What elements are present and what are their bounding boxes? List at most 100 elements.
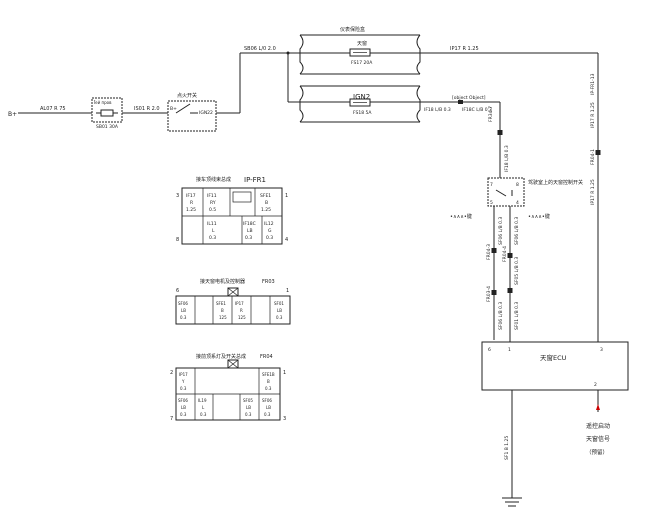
mid-wire-a: FR04-3	[486, 244, 492, 260]
fr04-cell-3-size: 0.3	[180, 412, 187, 417]
conn-fr03-9: [object Object]	[452, 95, 486, 101]
fr04-title: 接前顶系灯及开关总成	[196, 353, 246, 360]
fr03-cell-4-color: R	[240, 308, 243, 313]
mid-wire-c: FR04-4	[502, 246, 508, 262]
wire-trunk-label: SB06 L/0 2.0	[244, 46, 276, 52]
mid-wire-g: SF06 L/B 0.3	[498, 302, 504, 330]
fr04-top-left: 2	[170, 370, 173, 376]
ip-fr1-left-top: 3	[176, 193, 179, 199]
ip-fr1-code: IP-FR1	[244, 176, 266, 184]
fr04-cell-5-size: 0.3	[245, 412, 252, 417]
ip-fr1-cell-4-size: 1.25	[261, 207, 271, 213]
wire-if18c-label: IF18C L/B 0.3	[462, 107, 492, 113]
fr04-cell-6-size: 0.3	[264, 412, 271, 417]
ip-fr1-cell-5-color: L	[212, 228, 215, 234]
ignition-left-pin: B+	[170, 106, 177, 112]
fr04-cell-3-id: SF06	[178, 398, 188, 403]
fr03-cell-6-size: 0.3	[276, 315, 283, 320]
ip-fr1-cell-4-id: SFE1	[260, 193, 271, 199]
ground-wire-label: SF1 B 1.25	[504, 436, 510, 460]
fr04-cell-6-color: LB	[266, 405, 271, 410]
fr04-cell-2-size: 0.3	[265, 386, 272, 391]
ignition-right-pin: IGN2	[199, 110, 210, 116]
fr04-cell-2-color: B	[267, 379, 270, 384]
fr03-cell-4-id: IP17	[235, 301, 244, 306]
fr04-cell-4-id: IL19	[198, 398, 207, 403]
sunroof-ecu: 6 1 3 天窗ECU 2	[481, 341, 629, 391]
fr04-cell-4-color: L	[202, 405, 205, 410]
main-fuse: Їей пров SB01 30A	[91, 97, 123, 130]
switch-box: 7 8 5 4	[487, 177, 525, 207]
ecu-title: 天窗ECU	[540, 353, 567, 362]
wire-if18-label: IF18 L/B 0.3	[424, 107, 451, 113]
fuse-fs17-label: 天窗	[357, 40, 367, 47]
wire-if18b-label: IF18 L/B 0.3	[504, 145, 510, 172]
mid-wire-b: SF06 L/B 0.3	[498, 217, 504, 245]
ip-fr1-left-bottom: 8	[176, 237, 179, 243]
fr03-cell-6-color: LB	[277, 308, 282, 313]
fuse-fs17-code: FS17 20A	[351, 60, 373, 66]
ip-fr1-cell-6-id: IF18C	[243, 221, 256, 227]
ip-fr1-cell-1-id: IF17	[186, 193, 196, 199]
remote-note-2: 天窗信号	[586, 435, 610, 443]
ip-fr1-cell-7-size: 0.3	[266, 235, 273, 241]
fr03-right-num: 1	[286, 288, 289, 294]
ip-fr1-cell-6-color: LB	[247, 228, 253, 234]
switch-pin-top-2: 8	[516, 182, 519, 188]
ip-fr1-right-bottom: 4	[285, 237, 288, 243]
ip-fr1-cell-6-size: 0.3	[245, 235, 252, 241]
mid-wire-f: FR03-4	[486, 286, 492, 302]
switch-box-title: 驾驶室上的天窗控制开关	[528, 179, 583, 186]
fr03-cell-1-size: 0.3	[180, 315, 187, 320]
right-wire-a: IP-FR1-13	[590, 73, 596, 95]
mid-wire-d: SF06 L/B 0.3	[514, 217, 520, 245]
fr03-cell-1-color: LB	[181, 308, 186, 313]
ip-fr1-cell-1-size: 1.25	[186, 207, 196, 213]
fr03-title: 接天窗电机及控制器	[200, 278, 245, 285]
fuse-fs18: IGN2 FS18 5A	[349, 93, 372, 116]
ip-fr1-title: 接车顶线束总成	[196, 176, 231, 183]
ignition-switch-title: 点火开关	[177, 92, 197, 99]
mid-wire-h: SF01 L/B 0.3	[514, 302, 520, 330]
fr04-cell-1-id: IP17	[179, 372, 188, 377]
ip-fr1-right-top: 1	[285, 193, 288, 199]
fr04-cell-1-size: 0.3	[180, 386, 187, 391]
fr04-bot-left: 7	[170, 416, 173, 422]
ecu-pin-r: 3	[600, 347, 603, 353]
fr04-cell-5-color: LB	[246, 405, 251, 410]
fr04-cell-5-id: SF05	[243, 398, 253, 403]
fr04-cell-6-id: SF06	[262, 398, 272, 403]
connector-fr04: 接前顶系灯及开关总成 FR04 2 1 7 3 IP17 Y 0.3 SFE1B…	[170, 353, 286, 422]
remote-note-3: （预留）	[586, 448, 608, 456]
fr04-bot-right: 3	[283, 416, 286, 422]
fr03-cell-3-id: SFE1	[216, 301, 226, 306]
fr03-cell-3-size: 125	[219, 315, 227, 320]
right-wire-d: IP17 R 1.25	[590, 179, 596, 205]
switch-left-sym: •∧∧∧•键	[450, 213, 472, 220]
wire-main-a-label: AL07 R 75	[40, 106, 66, 112]
fr04-cell-3-color: LB	[181, 405, 186, 410]
wire-ip17-label: IP17 R 1.25	[450, 46, 479, 52]
ip-fr1-cell-2-id: IF11	[207, 193, 217, 199]
fr04-cell-1-color: Y	[181, 379, 185, 384]
ignition-num: 2	[210, 110, 213, 116]
fr04-cell-4-size: 0.3	[200, 412, 207, 417]
fr04-top-right: 1	[283, 370, 286, 376]
remote-note-1: 遥控启动	[586, 422, 610, 430]
mid-wire-e: SF05 L/B 0.3	[514, 257, 520, 285]
fuse-fs18-code: FS18 5A	[353, 110, 372, 116]
fr03-left-num: 6	[176, 288, 179, 294]
fusebox-title: 仪表保险盒	[340, 26, 365, 33]
ecu-pin-b: 2	[594, 382, 597, 388]
switch-pin-bot-2: 4	[516, 200, 519, 206]
arrow-up-icon	[596, 404, 600, 410]
switch-pin-top-1: 7	[490, 182, 493, 188]
ip-fr1-cell-5-size: 0.3	[209, 235, 216, 241]
ip-fr1-cell-4-color: B	[265, 200, 268, 206]
fr04-code: FR04	[260, 354, 273, 360]
fuse-fs17: 天窗 FS17 20A	[349, 40, 373, 66]
connector-ip-fr1: 接车顶线束总成 IP-FR1 3 8 1 4 IF17 R 1.25 IF11 …	[176, 176, 288, 245]
main-fuse-title: Їей пров	[94, 100, 112, 105]
ip-fr1-cell-2-color: RY	[210, 200, 216, 206]
